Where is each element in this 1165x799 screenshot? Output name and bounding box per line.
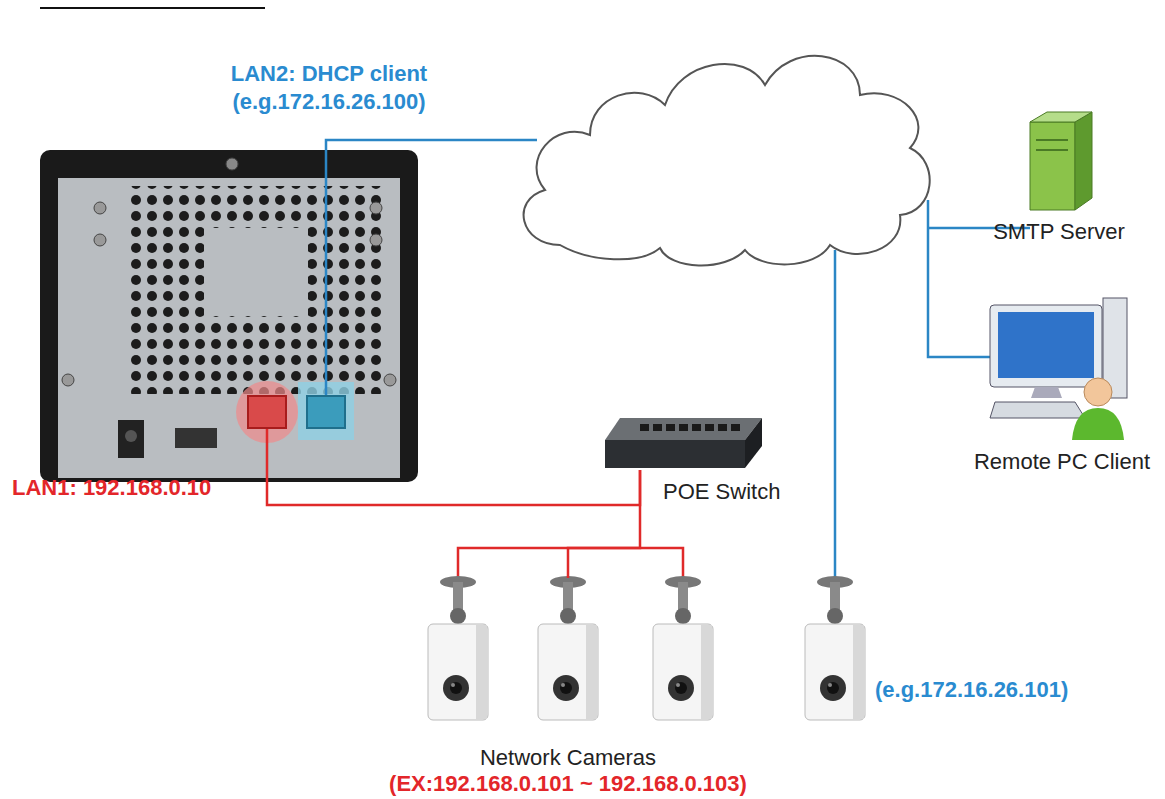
camera-bus (458, 548, 683, 578)
nvr-plate (58, 178, 400, 478)
drive-slot (1036, 139, 1068, 141)
port-label: LAN1: 192.168.0.10 (12, 474, 282, 502)
switch-port (653, 424, 662, 431)
switch-port (666, 424, 675, 431)
drive-slot (1036, 149, 1068, 151)
pc-stand (1031, 387, 1062, 398)
switch-port (705, 424, 714, 431)
pc-monitor (990, 305, 1102, 387)
smtp-server: SMTP Server (1012, 110, 1097, 212)
ethernet-cable (568, 470, 640, 578)
pc-keyboard (990, 402, 1085, 418)
camera-wire (834, 250, 837, 578)
user-body (1072, 408, 1124, 440)
server-icon (1030, 112, 1092, 210)
ethernet-cable (267, 429, 640, 505)
screw (384, 374, 396, 386)
switch-icon (605, 418, 762, 468)
port-label: LAN2: DHCP client (e.g.172.16.26.100) (209, 60, 449, 116)
screw (94, 234, 106, 246)
dc-jack (118, 420, 144, 458)
switch-top (605, 418, 762, 440)
screw (370, 202, 382, 214)
ip-label: (e.g.172.16.26.101) (875, 676, 1135, 704)
remote-camera: (e.g.172.16.26.101) (805, 578, 865, 723)
screw (226, 158, 238, 170)
switch-port (731, 424, 740, 431)
switch-port (718, 424, 727, 431)
hdmi-port (175, 428, 217, 448)
screw (94, 202, 106, 214)
user-head (1084, 378, 1112, 406)
vent-blank (204, 228, 308, 316)
camera-icon (538, 576, 598, 720)
server-front (1030, 122, 1075, 210)
lan1-highlight (236, 381, 298, 443)
vent-holes (128, 186, 384, 394)
heading-underline (40, 7, 265, 9)
ip-range-label: (EX:192.168.0.101 ~ 192.168.0.103) (348, 770, 788, 798)
camera-icon (805, 576, 865, 720)
dc-jack-hole (125, 430, 137, 442)
switch-side (745, 418, 762, 468)
switch-port (640, 424, 649, 431)
network-cloud (524, 56, 930, 266)
nvr-frame (40, 150, 418, 482)
lan1-port: LAN1: 192.168.0.10 (247, 395, 287, 429)
remote-pc: Remote PC Client (985, 296, 1130, 442)
server-top (1030, 112, 1092, 122)
device-label: Remote PC Client (952, 448, 1165, 476)
poe-switch: POE Switch (605, 416, 762, 470)
device-label: SMTP Server (984, 218, 1134, 246)
nvr-device (40, 150, 418, 482)
lan2-port: LAN2: DHCP client (e.g.172.16.26.100) (306, 395, 346, 429)
camera-icon (428, 576, 488, 720)
pc-screen (998, 312, 1094, 378)
lan2-wire (326, 140, 537, 395)
screw (62, 374, 74, 386)
camera-icon (653, 576, 713, 720)
camera-group: Network Cameras(EX:192.168.0.101 ~ 192.1… (418, 578, 718, 723)
switch-port (692, 424, 701, 431)
switch-port (679, 424, 688, 431)
screw (370, 234, 382, 246)
switch-front (605, 440, 745, 468)
server-side (1075, 112, 1092, 210)
device-label: POE Switch (663, 478, 803, 506)
pc-icon (990, 298, 1127, 440)
group-label: Network Cameras (348, 744, 788, 772)
pc-wire (928, 200, 992, 357)
